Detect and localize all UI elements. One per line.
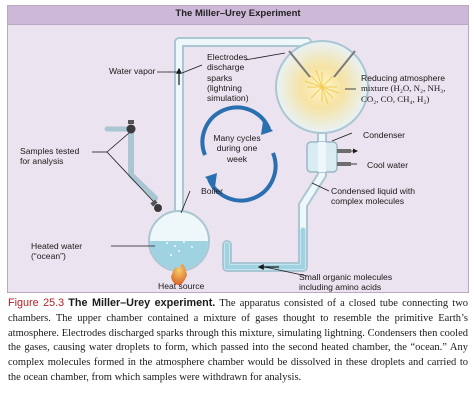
label-boiler: Boiler bbox=[201, 186, 223, 196]
atmosphere-chamber bbox=[275, 40, 369, 134]
condenser bbox=[306, 141, 358, 173]
label-electrodes: Electrodes discharge sparks (lightning s… bbox=[207, 52, 249, 104]
heat-source-flame bbox=[171, 264, 187, 285]
label-condenser: Condenser bbox=[363, 130, 406, 140]
cycle-arrows bbox=[200, 105, 278, 203]
apparatus-illustration bbox=[92, 37, 369, 285]
boiler-flask bbox=[148, 210, 210, 272]
label-reducing-atmosphere: Reducing atmosphere mixture (H₂O, N₂, NH… bbox=[361, 73, 446, 104]
diagram-title: The Miller–Urey Experiment bbox=[175, 8, 301, 19]
label-small-organic-molecules: Small organic molecules including amino … bbox=[299, 272, 393, 293]
label-many-cycles: Many cycles during one week bbox=[213, 133, 261, 164]
figure-caption-body: The apparatus consisted of a closed tube… bbox=[8, 298, 469, 383]
figure-title: The Miller–Urey experiment. bbox=[68, 297, 216, 309]
label-samples-tested: Samples tested for analysis bbox=[20, 146, 80, 167]
figure-number: Figure 25.3 bbox=[8, 297, 65, 309]
figure-caption: Figure 25.3 The Miller–Urey experiment. … bbox=[8, 296, 468, 386]
diagram-panel: The Miller–Urey Experiment bbox=[7, 5, 469, 293]
flow-arrows bbox=[176, 67, 279, 270]
diagram-title-bar: The Miller–Urey Experiment bbox=[8, 6, 468, 25]
label-condensed-liquid: Condensed liquid with complex molecules bbox=[331, 186, 416, 207]
label-heated-water: Heated water (“ocean”) bbox=[31, 241, 83, 262]
label-cool-water: Cool water bbox=[367, 160, 409, 170]
stopcock-valves bbox=[126, 120, 162, 212]
label-heat-source: Heat source bbox=[158, 281, 205, 291]
label-water-vapor: Water vapor bbox=[109, 66, 156, 76]
leader-lines bbox=[92, 52, 356, 277]
